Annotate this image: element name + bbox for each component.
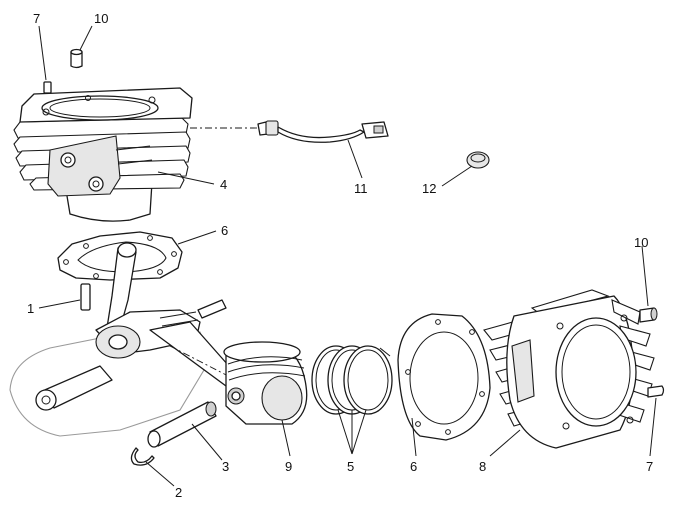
temperature-sensor [190, 120, 389, 143]
callout-10-top: 10 [94, 11, 108, 26]
callout-10-right: 10 [634, 235, 648, 250]
callout-2: 2 [175, 485, 182, 500]
piston [223, 341, 308, 425]
callout-labels: 7 10 4 11 12 6 1 10 3 9 5 6 8 7 2 [27, 11, 653, 500]
callout-12: 12 [422, 181, 436, 196]
leader-lines [38, 25, 657, 487]
callout-5: 5 [347, 459, 354, 474]
dowel-pin-crankcase [80, 283, 91, 311]
callout-1: 1 [27, 301, 34, 316]
dowel-pin-top [43, 81, 52, 94]
callout-6-bottom: 6 [410, 459, 417, 474]
cylinder-base-gasket-rear [397, 313, 491, 441]
rear-cylinder [483, 289, 655, 449]
callout-7-top: 7 [33, 11, 40, 26]
piston-rings [311, 345, 393, 415]
callout-7-right: 7 [646, 459, 653, 474]
dowel-pin-right [647, 385, 665, 398]
callout-8: 8 [479, 459, 486, 474]
piston-pin [147, 401, 217, 448]
circlip [130, 447, 155, 466]
stud-sleeve-top [70, 48, 83, 69]
callout-6-top: 6 [221, 223, 228, 238]
stud-sleeve-right [639, 307, 658, 323]
crankshaft-assembly [9, 242, 237, 437]
callout-9: 9 [285, 459, 292, 474]
cap-plug [466, 151, 490, 169]
front-cylinder [13, 87, 193, 222]
callout-4: 4 [220, 177, 227, 192]
callout-3: 3 [222, 459, 229, 474]
callout-11: 11 [354, 181, 368, 196]
